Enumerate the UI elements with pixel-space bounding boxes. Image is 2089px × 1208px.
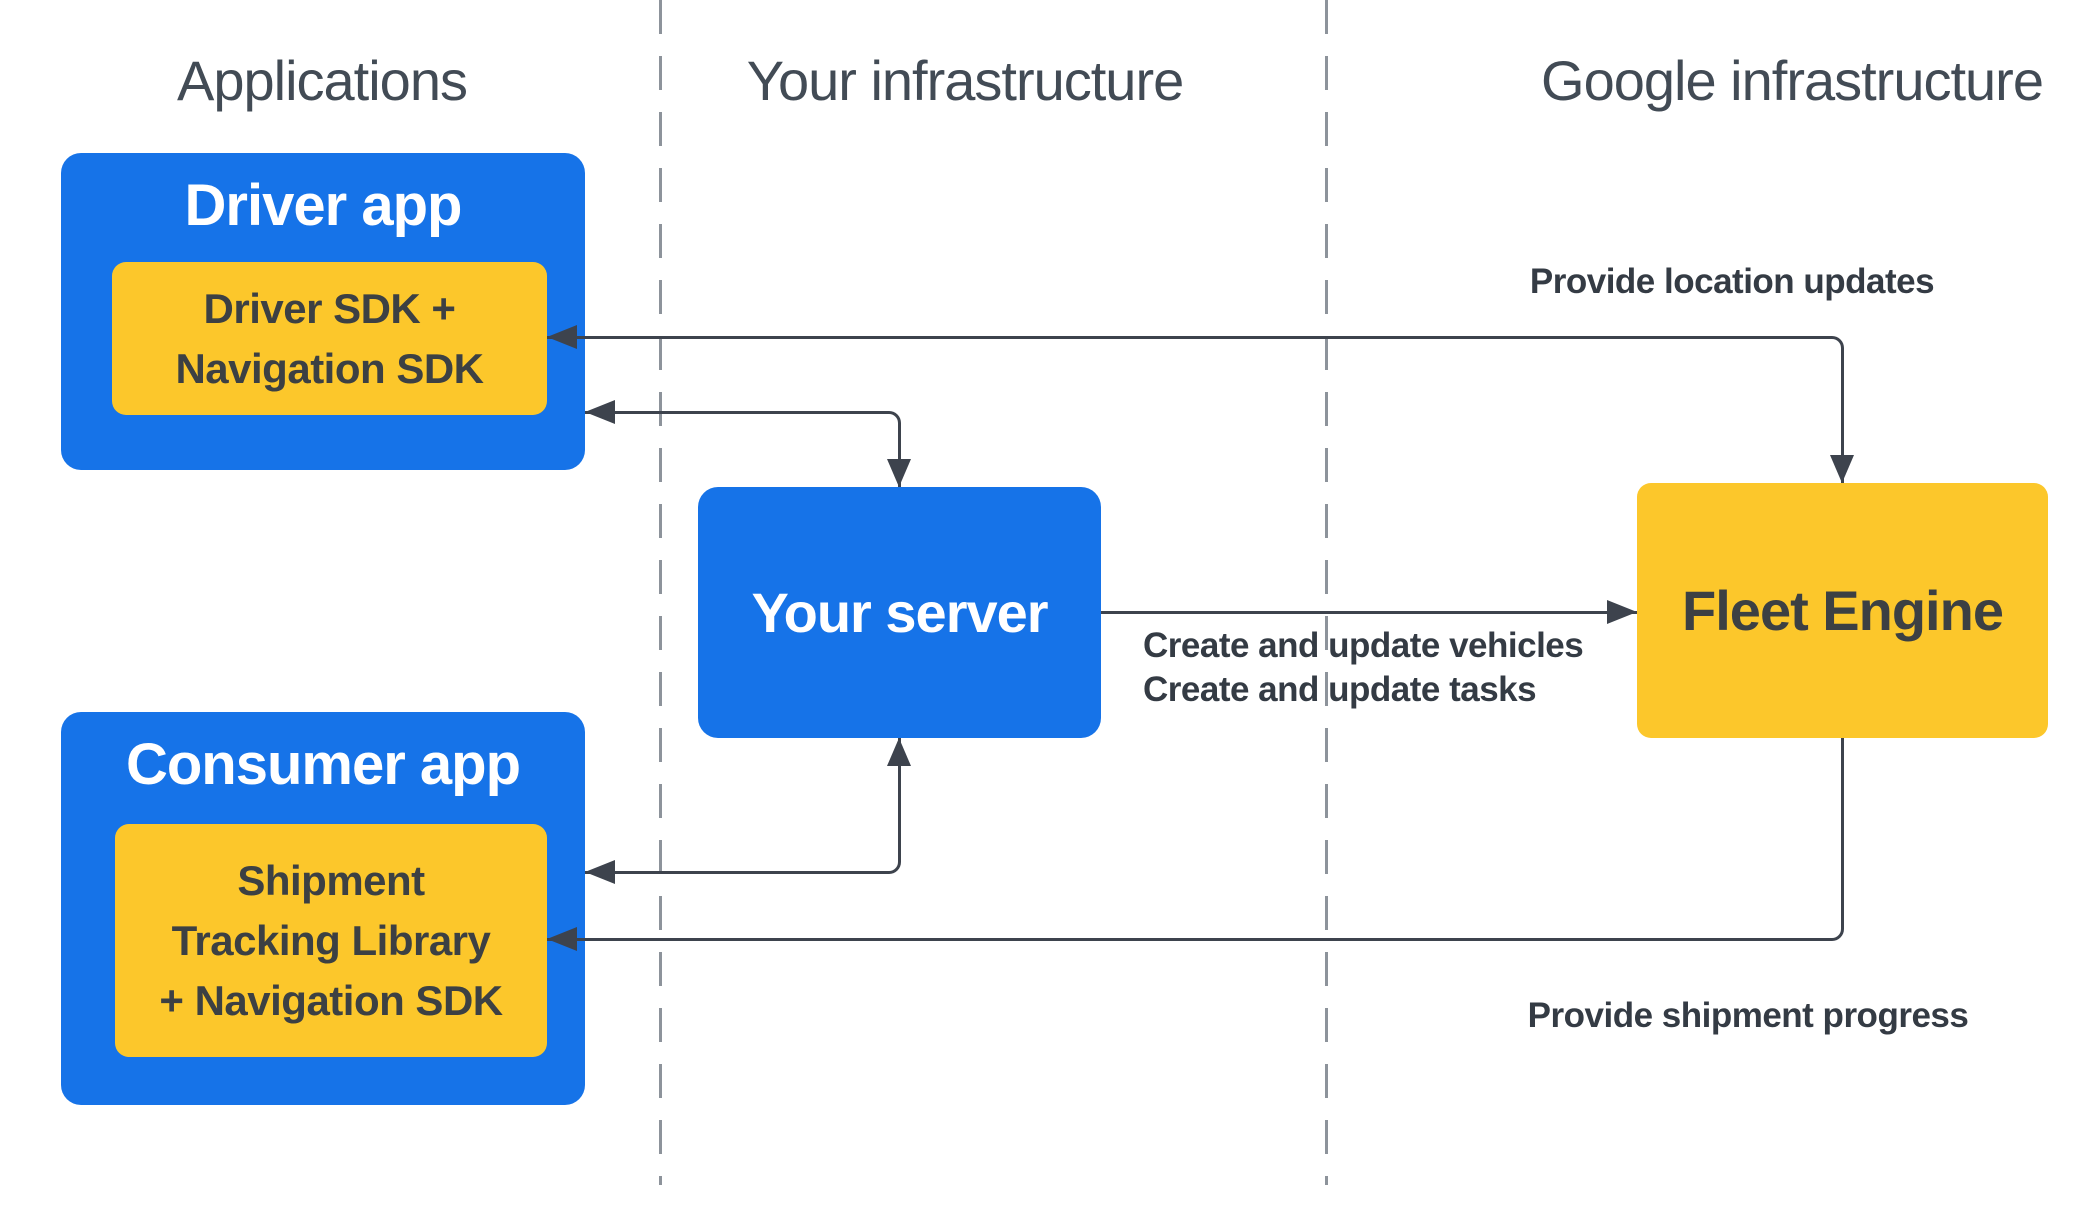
arrowhead-into-shipment-tracking-icon: [547, 927, 577, 951]
connector-driver-app-your-server: [585, 411, 901, 487]
driver-sdk-line-2: Navigation SDK: [175, 344, 484, 392]
edge-label-create-tasks: Create and update tasks: [1143, 670, 1537, 709]
edge-label-create-and-update: Create and update vehicles Create and up…: [1143, 624, 1584, 712]
shipment-tracking-line-2: Tracking Library: [171, 916, 491, 964]
arrowhead-into-driver-sdk-icon: [547, 325, 577, 349]
arrowhead-into-fleet-engine-top-icon: [1830, 455, 1854, 483]
shipment-tracking-line-1: Shipment: [237, 856, 425, 904]
connector-server-fleet-engine: [1101, 611, 1637, 614]
arrowhead-into-your-server-bottom-icon: [887, 738, 911, 766]
edge-label-provide-shipment-progress: Provide shipment progress: [1527, 996, 1969, 1035]
column-divider-right: [1325, 0, 1328, 1185]
arrowhead-into-fleet-engine-left-icon: [1607, 600, 1637, 624]
shipment-tracking-line-3: + Navigation SDK: [159, 976, 503, 1024]
consumer-app-title: Consumer app: [125, 732, 521, 797]
fleet-engine-box: Fleet Engine: [1637, 483, 2048, 738]
fleet-engine-title: Fleet Engine: [1682, 579, 2004, 642]
arrowhead-into-your-server-top-icon: [887, 459, 911, 487]
your-server-box: Your server: [698, 487, 1101, 738]
driver-sdk-line-1: Driver SDK +: [203, 284, 456, 332]
your-server-title: Your server: [751, 581, 1048, 644]
driver-app-title: Driver app: [184, 173, 463, 238]
edge-label-create-vehicles: Create and update vehicles: [1143, 626, 1584, 665]
arrowhead-into-consumer-app-icon: [585, 860, 615, 884]
connector-location-updates: [547, 336, 1844, 483]
column-header-google-infrastructure: Google infrastructure: [1541, 49, 2044, 112]
arrowhead-into-driver-app-icon: [585, 400, 615, 424]
connector-consumer-app-your-server: [585, 738, 901, 874]
driver-sdk-box: Driver SDK + Navigation SDK: [112, 262, 547, 415]
edge-label-provide-location-updates: Provide location updates: [1529, 262, 1935, 301]
column-header-your-infrastructure: Your infrastructure: [746, 49, 1184, 112]
column-divider-left: [659, 0, 662, 1185]
shipment-tracking-library-box: Shipment Tracking Library + Navigation S…: [115, 824, 547, 1057]
connector-shipment-progress: [547, 738, 1844, 941]
column-header-applications: Applications: [177, 49, 468, 112]
